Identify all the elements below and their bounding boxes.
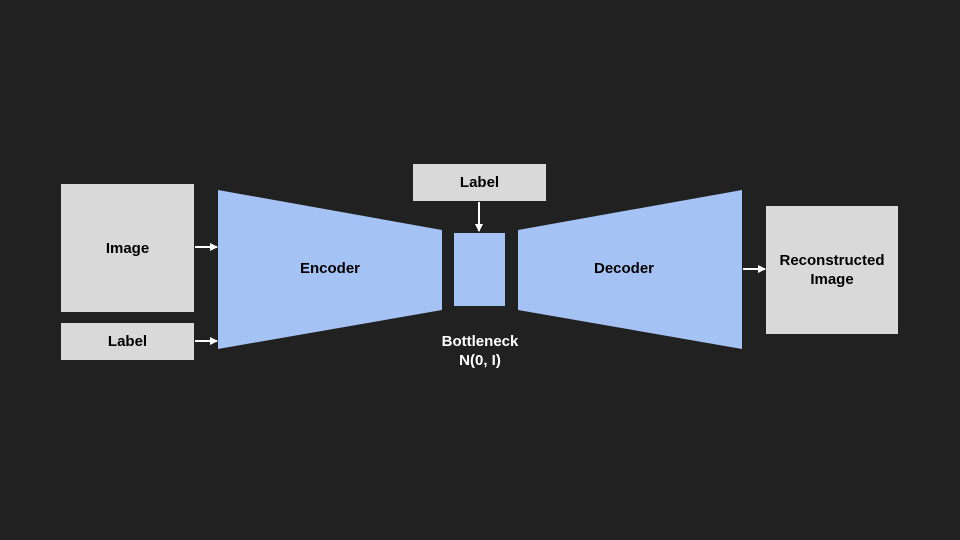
input-label-box: Label <box>61 323 194 360</box>
bottleneck-block <box>454 233 505 306</box>
input-image-box: Image <box>61 184 194 312</box>
bottleneck-label-text: Label <box>459 174 500 191</box>
input-label-text: Label <box>107 333 148 350</box>
bottleneck-caption: Bottleneck N(0, I) <box>410 332 550 370</box>
reconstructed-image-box: Reconstructed Image <box>766 206 898 334</box>
bottleneck-caption-title: Bottleneck <box>441 333 519 350</box>
bottleneck-label-box: Label <box>413 164 546 201</box>
encoder-block <box>218 190 442 349</box>
reconstructed-line2: Image <box>810 271 854 288</box>
input-image-label: Image <box>105 239 150 257</box>
decoder-block <box>518 190 742 349</box>
reconstructed-line1: Reconstructed <box>779 252 885 269</box>
bottleneck-caption-distribution: N(0, I) <box>459 352 501 369</box>
encoder-label: Encoder <box>300 260 360 277</box>
decoder-label: Decoder <box>594 260 654 277</box>
